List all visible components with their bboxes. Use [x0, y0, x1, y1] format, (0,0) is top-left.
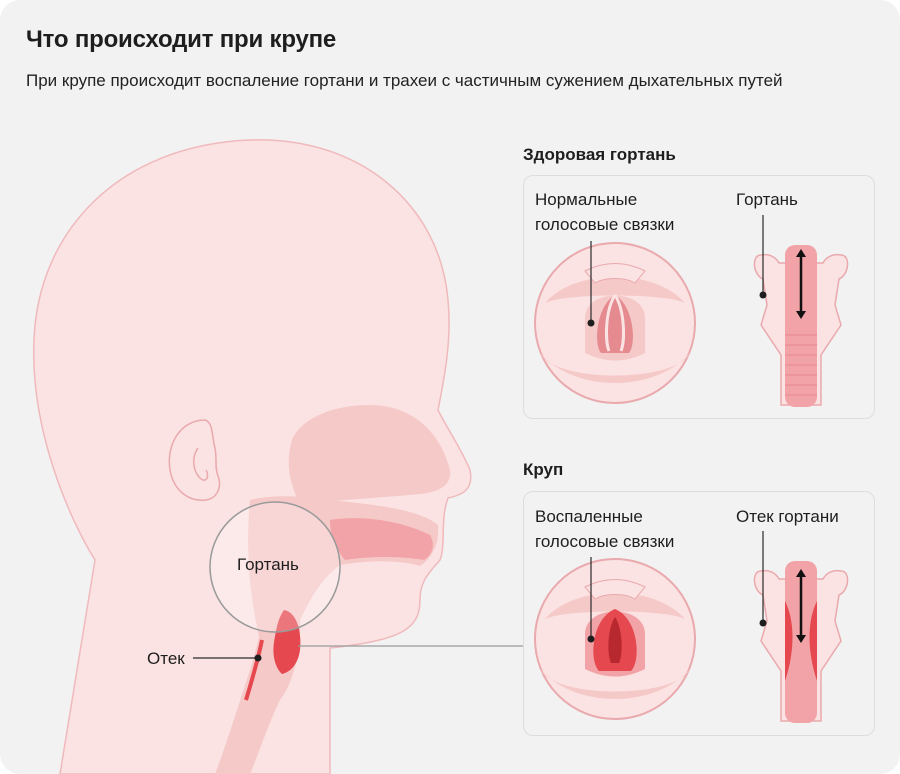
airway-edema	[273, 610, 301, 674]
croup-vocal-cords-label-line1: Воспаленные	[535, 507, 643, 526]
edema-label: Отек	[147, 649, 185, 668]
healthy-graphics	[534, 215, 849, 407]
croup-glottis-view	[534, 558, 696, 720]
healthy-vocal-cords-label-line1: Нормальные	[535, 190, 638, 209]
nasal-cavity	[288, 405, 451, 505]
edema-pointer-dot	[254, 654, 262, 662]
larynx-highlight-circle	[209, 501, 341, 633]
healthy-glottis-view	[534, 242, 696, 404]
healthy-larynx-side	[753, 245, 849, 407]
croup-larynx-label: Отек гортани	[736, 507, 839, 526]
croup-heading: Круп	[523, 460, 564, 479]
page-title: Что происходит при крупе	[26, 26, 337, 53]
croup-graphics	[534, 531, 849, 723]
croup-larynx-side	[753, 561, 849, 723]
page-subtitle: При крупе происходит воспаление гортани …	[26, 71, 783, 90]
healthy-heading: Здоровая гортань	[523, 145, 676, 164]
larynx-label: Гортань	[237, 555, 299, 574]
tongue	[330, 518, 433, 560]
healthy-larynx-label: Гортань	[736, 190, 798, 209]
head-silhouette	[33, 139, 472, 774]
croup-panel	[523, 491, 875, 736]
croup-vocal-cords-label-line2: голосовые связки	[535, 532, 675, 551]
head-profile	[33, 139, 523, 774]
healthy-vocal-cords-label-line2: голосовые связки	[535, 215, 675, 234]
healthy-panel	[523, 175, 875, 419]
